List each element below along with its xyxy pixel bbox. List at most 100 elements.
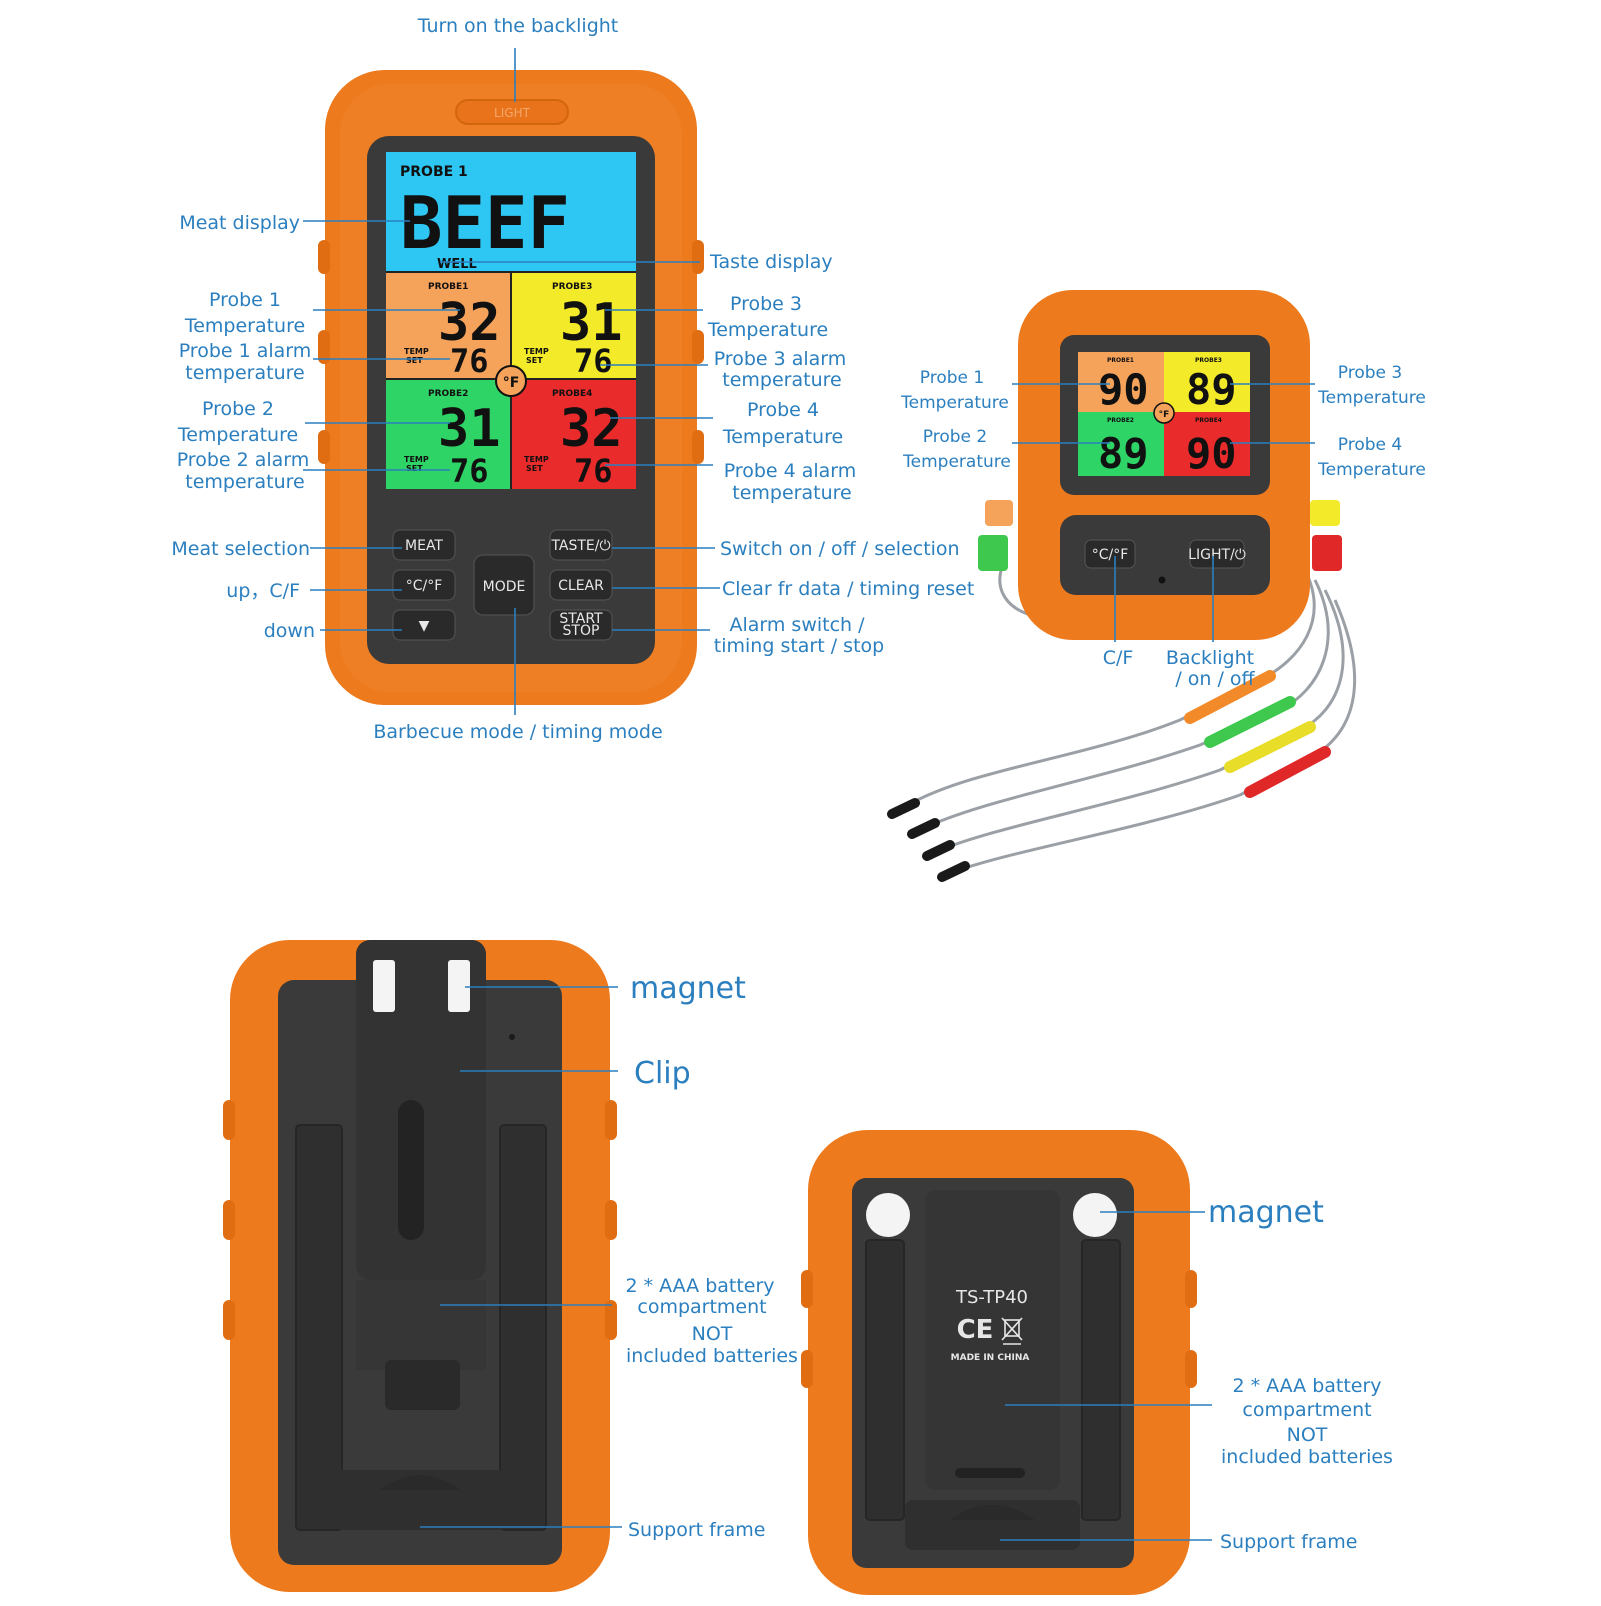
tx-label-probe2-l1: Probe 2	[923, 427, 987, 447]
meat-button[interactable]	[392, 529, 456, 561]
magnet-left	[373, 960, 395, 1012]
light-button[interactable]	[455, 99, 569, 125]
tx-back-label-support: Support frame	[1220, 1531, 1358, 1553]
clear-button[interactable]	[549, 569, 613, 601]
lcd-temp-set-2b: SET	[406, 464, 423, 473]
tx-probe2-temp: 89	[1098, 429, 1149, 478]
lcd-probe4-alarm: 76	[574, 452, 613, 490]
label-probe4-alarm-l2: temperature	[732, 482, 851, 504]
lcd-temp-set-3b: SET	[526, 356, 543, 365]
back-label-clip: Clip	[634, 1056, 691, 1091]
lcd-probe3-tag: PROBE3	[552, 282, 592, 292]
tx-back-label-not: NOT	[1287, 1424, 1328, 1446]
svg-text:TASTE/⏻: TASTE/⏻	[550, 538, 610, 554]
tx-back-label-not-included: included batteries	[1221, 1446, 1393, 1468]
tx-light-button[interactable]	[1189, 539, 1245, 569]
tx-cf-button[interactable]	[1084, 539, 1136, 569]
lcd-probe4-tag: PROBE4	[552, 389, 592, 399]
transmitter-lcd: PROBE1 PROBE3 PROBE2 PROBE4 90 89 89 90 …	[1078, 352, 1250, 478]
label-probe3-alarm-l1: Probe 3 alarm	[714, 348, 847, 370]
tx-label-probe4-l1: Probe 4	[1338, 435, 1402, 455]
receiver-buttons: MEAT °C/°F ▼ MODE TASTE/⏻ CLEAR START ST…	[392, 529, 613, 641]
label-backlight: Turn on the backlight	[417, 15, 619, 37]
tx-label-backlight-l1: Backlight	[1166, 647, 1254, 669]
label-probe4-alarm-l1: Probe 4 alarm	[724, 460, 857, 482]
lcd-probe2-temp: 31	[438, 399, 501, 459]
svg-text:START: START	[559, 611, 603, 627]
label-probe2-alarm-l2: temperature	[185, 471, 304, 493]
tx-unit-icon: °F	[1159, 410, 1170, 420]
receiver-front: LIGHT PROBE 1 BEEF WELL PROBE1 PROBE3 PR…	[171, 15, 974, 743]
lcd-meat-display: BEEF	[400, 181, 570, 265]
receiver-lcd: PROBE 1 BEEF WELL PROBE1 PROBE3 PROBE2 P…	[386, 152, 636, 490]
label-mode: Barbecue mode / timing mode	[373, 721, 662, 743]
tx-probe3-tag: PROBE3	[1195, 357, 1222, 364]
down-button[interactable]	[392, 609, 456, 641]
svg-text:MEAT: MEAT	[405, 538, 443, 554]
tx-label-probe4-l2: Temperature	[1317, 460, 1426, 480]
tx-battery-cover	[925, 1190, 1060, 1490]
lcd-probe-header: PROBE 1	[400, 164, 468, 180]
lcd-probe1-tag: PROBE1	[428, 282, 468, 292]
label-meat-display: Meat display	[179, 212, 300, 234]
lcd-probe1-alarm: 76	[450, 342, 489, 380]
lcd-temp-set-4b: SET	[526, 464, 543, 473]
lcd-probe3-alarm: 76	[574, 342, 613, 380]
lcd-temp-set-2a: TEMP	[404, 455, 429, 464]
tx-made-in: MADE IN CHINA	[951, 1353, 1030, 1363]
label-probe2-l2: Temperature	[177, 424, 298, 446]
label-probe1-alarm-l2: temperature	[185, 362, 304, 384]
lcd-temp-set-3a: TEMP	[524, 347, 549, 356]
clip-slot	[398, 1100, 424, 1240]
tx-label-probe1-l2: Temperature	[900, 393, 1009, 413]
lcd-probe2-tag: PROBE2	[428, 389, 468, 399]
tx-label-probe1-l1: Probe 1	[920, 368, 984, 388]
label-probe2-alarm-l1: Probe 2 alarm	[177, 449, 310, 471]
tx-label-probe2-l2: Temperature	[902, 452, 1011, 472]
back-label-not-included: included batteries	[626, 1345, 798, 1367]
svg-text:LIGHT/⏻: LIGHT/⏻	[1188, 547, 1246, 563]
mode-button[interactable]	[473, 554, 535, 616]
tx-probe1-tag: PROBE1	[1107, 357, 1134, 364]
taste-power-button[interactable]	[549, 529, 613, 561]
label-clear: Clear fr data / timing reset	[722, 578, 974, 600]
tx-back-label-battery-l2: compartment	[1242, 1399, 1371, 1421]
tx-probe2-tag: PROBE2	[1107, 417, 1134, 424]
receiver-back: magnet Clip 2 * AAA battery compartment …	[223, 940, 798, 1592]
label-meat-selection: Meat selection	[171, 538, 310, 560]
back-label-battery-l1: 2 * AAA battery	[625, 1275, 774, 1297]
tx-model-number: TS-TP40	[955, 1287, 1028, 1308]
back-label-support: Support frame	[628, 1519, 766, 1541]
light-button-label: LIGHT	[494, 106, 531, 120]
up-cf-button[interactable]	[392, 569, 456, 601]
label-probe1-l1: Probe 1	[209, 289, 281, 311]
svg-text:STOP: STOP	[563, 623, 600, 639]
transmitter-back: TS-TP40 CE MADE IN CHINA magnet 2 * AAA …	[801, 1130, 1393, 1595]
label-probe2-l1: Probe 2	[202, 398, 274, 420]
label-probe1-alarm-l1: Probe 1 alarm	[179, 340, 312, 362]
label-taste-display: Taste display	[709, 251, 833, 273]
svg-text:°C/°F: °C/°F	[1092, 547, 1129, 563]
label-probe3-alarm-l2: temperature	[722, 369, 841, 391]
lcd-unit-icon: °F	[503, 375, 520, 391]
lcd-probe1-temp: 32	[438, 293, 501, 353]
back-label-battery-l2: compartment	[637, 1296, 766, 1318]
transmitter-front: PROBE1 PROBE3 PROBE2 PROBE4 90 89 89 90 …	[887, 290, 1426, 882]
lcd-probe3-temp: 31	[560, 293, 623, 353]
tx-label-cf: C/F	[1103, 647, 1134, 669]
label-probe1-l2: Temperature	[184, 315, 305, 337]
tx-magnet-right	[1073, 1193, 1117, 1237]
label-up-cf: up，C/F	[226, 580, 300, 602]
tx-probe4-temp: 90	[1186, 429, 1237, 478]
label-probe4-l2: Temperature	[722, 426, 843, 448]
label-alarm-l1: Alarm switch /	[729, 614, 865, 636]
tx-probe1-temp: 90	[1098, 365, 1149, 414]
back-label-magnet: magnet	[630, 971, 746, 1006]
tx-magnet-left	[866, 1193, 910, 1237]
label-probe4-l1: Probe 4	[747, 399, 819, 421]
tx-label-probe3-l2: Temperature	[1317, 388, 1426, 408]
start-stop-button[interactable]	[549, 609, 613, 641]
label-alarm-l2: timing start / stop	[714, 635, 884, 657]
tx-label-probe3-l1: Probe 3	[1338, 363, 1402, 383]
